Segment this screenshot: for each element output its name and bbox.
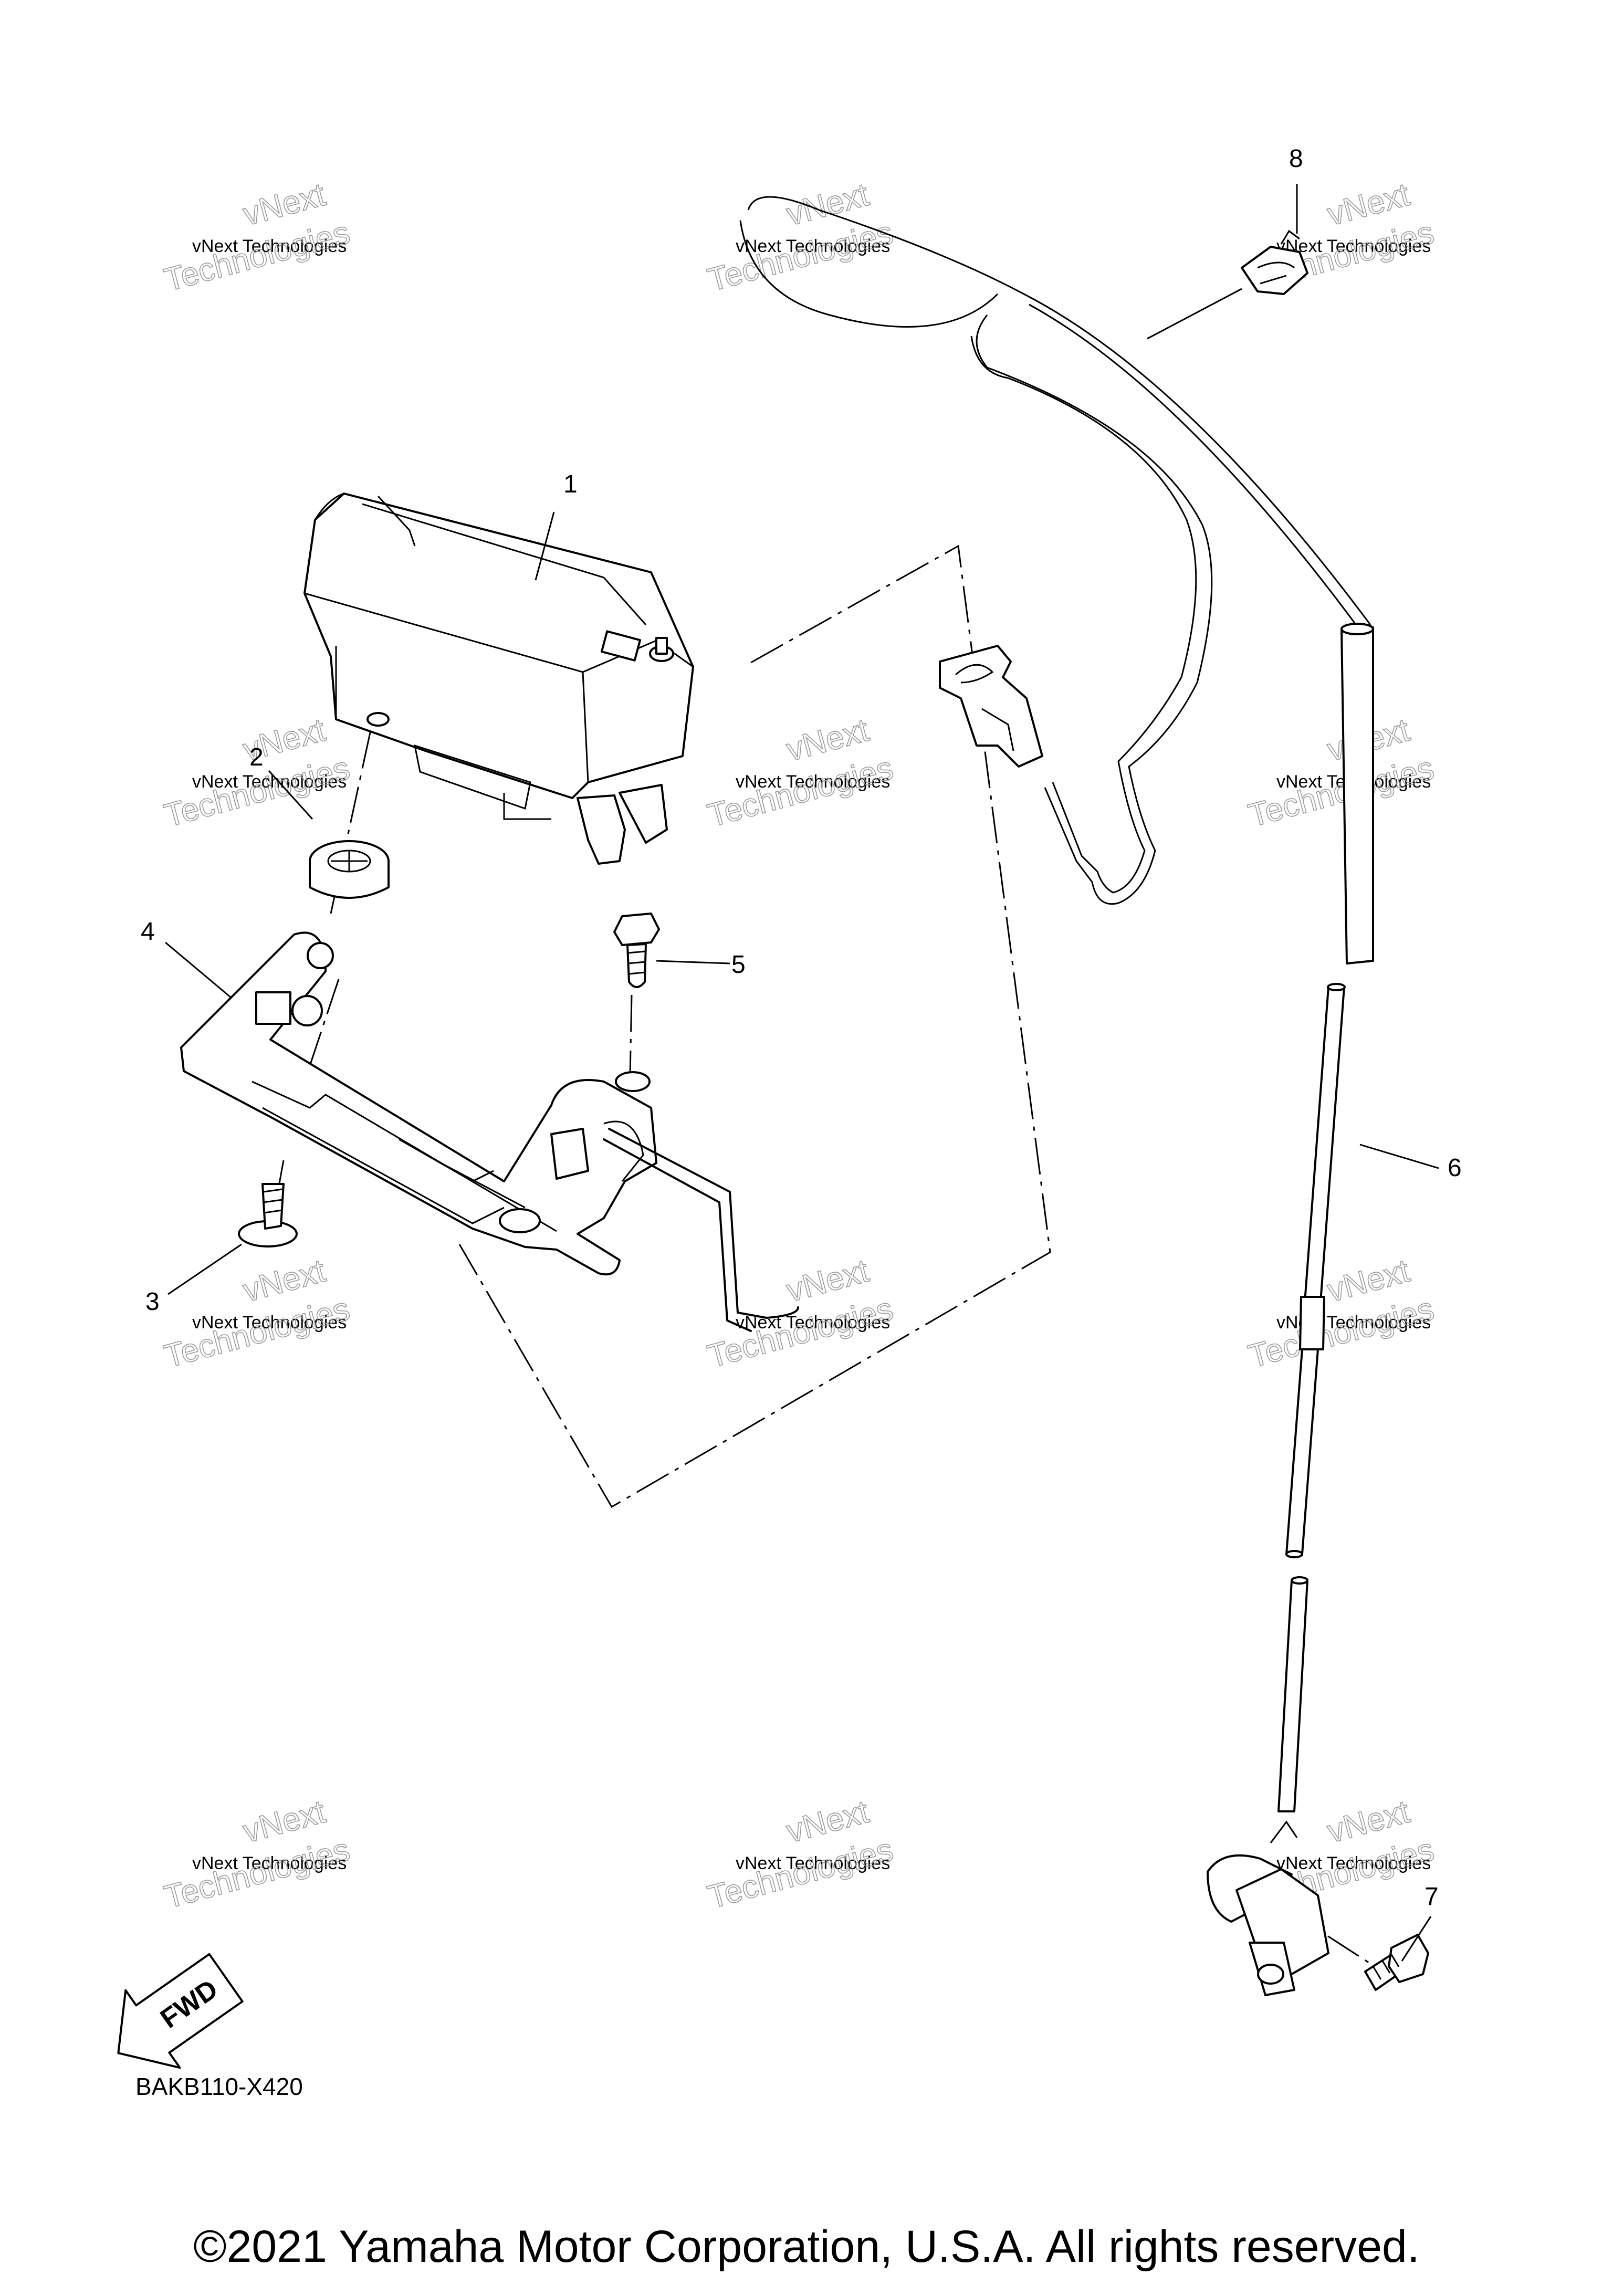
bolt-5	[613, 913, 660, 988]
svg-text:vNext Technologies: vNext Technologies	[192, 1853, 347, 1873]
assembly-line-part-1	[309, 979, 340, 1066]
callout-8: 8	[1289, 145, 1303, 173]
svg-text:vNext Technologies: vNext Technologies	[736, 772, 890, 792]
cable-6	[739, 196, 1374, 1812]
watermark: vNext Technologies vNext Technologies	[704, 711, 897, 834]
leader-lines	[165, 184, 1439, 1962]
svg-text:vNext Technologies: vNext Technologies	[736, 1853, 890, 1873]
bolt-3	[238, 1183, 298, 1247]
copyright-notice: ©2021 Yamaha Motor Corporation, U.S.A. A…	[193, 2221, 1420, 2272]
bracket	[180, 931, 799, 1332]
watermark: vNext Technologies vNext Technologies	[160, 711, 354, 834]
callout-5: 5	[731, 951, 746, 979]
callout-2: 2	[249, 743, 264, 771]
watermark: vNext Technologies vNext Technologies	[160, 176, 354, 299]
callout-6: 6	[1448, 1154, 1462, 1182]
detail-frame	[458, 544, 1051, 1508]
svg-text:vNext Technologies: vNext Technologies	[192, 1313, 347, 1333]
speed-sensor	[1207, 1820, 1329, 1996]
svg-text:vNext Technologies: vNext Technologies	[736, 236, 890, 256]
assembly-line-part-2	[330, 732, 371, 914]
watermark: vNext Technologies vNext Technologies	[704, 1252, 897, 1375]
assembly-line-part-5	[629, 994, 633, 1077]
meter-assembly	[303, 492, 694, 865]
watermark: vNext Technologies vNext Technologies	[704, 176, 897, 299]
clamp-8	[1241, 229, 1308, 295]
svg-text:vNext Technologies: vNext Technologies	[1276, 1853, 1431, 1873]
bolt-7	[1364, 1934, 1429, 1991]
svg-text:vNext Technologies: vNext Technologies	[192, 772, 347, 792]
grommet	[309, 840, 390, 899]
watermark: vNext Technologies vNext Technologies	[1244, 1252, 1438, 1375]
fwd-arrow-icon: FWD	[117, 1953, 244, 2069]
watermark: vNext Technologies vNext Technologies	[1244, 711, 1438, 834]
watermark: vNext Technologies vNext Technologies	[160, 1793, 354, 1916]
callout-4: 4	[141, 918, 155, 946]
svg-text:vNext Technologies: vNext Technologies	[1276, 236, 1431, 256]
callout-3: 3	[145, 1288, 160, 1316]
watermark: vNext Technologies vNext Technologies	[160, 1252, 354, 1375]
watermarks: vNext Technologies vNext Technologies vN…	[160, 176, 1438, 1916]
svg-text:vNext Technologies: vNext Technologies	[192, 236, 347, 256]
diagram-code: BAKB110-X420	[135, 2073, 303, 2100]
callout-1: 1	[563, 470, 578, 498]
callouts: 1 2 3 4 5 6 7 8	[141, 145, 1462, 1911]
callout-7: 7	[1425, 1883, 1439, 1911]
watermark: vNext Technologies vNext Technologies	[704, 1793, 897, 1916]
